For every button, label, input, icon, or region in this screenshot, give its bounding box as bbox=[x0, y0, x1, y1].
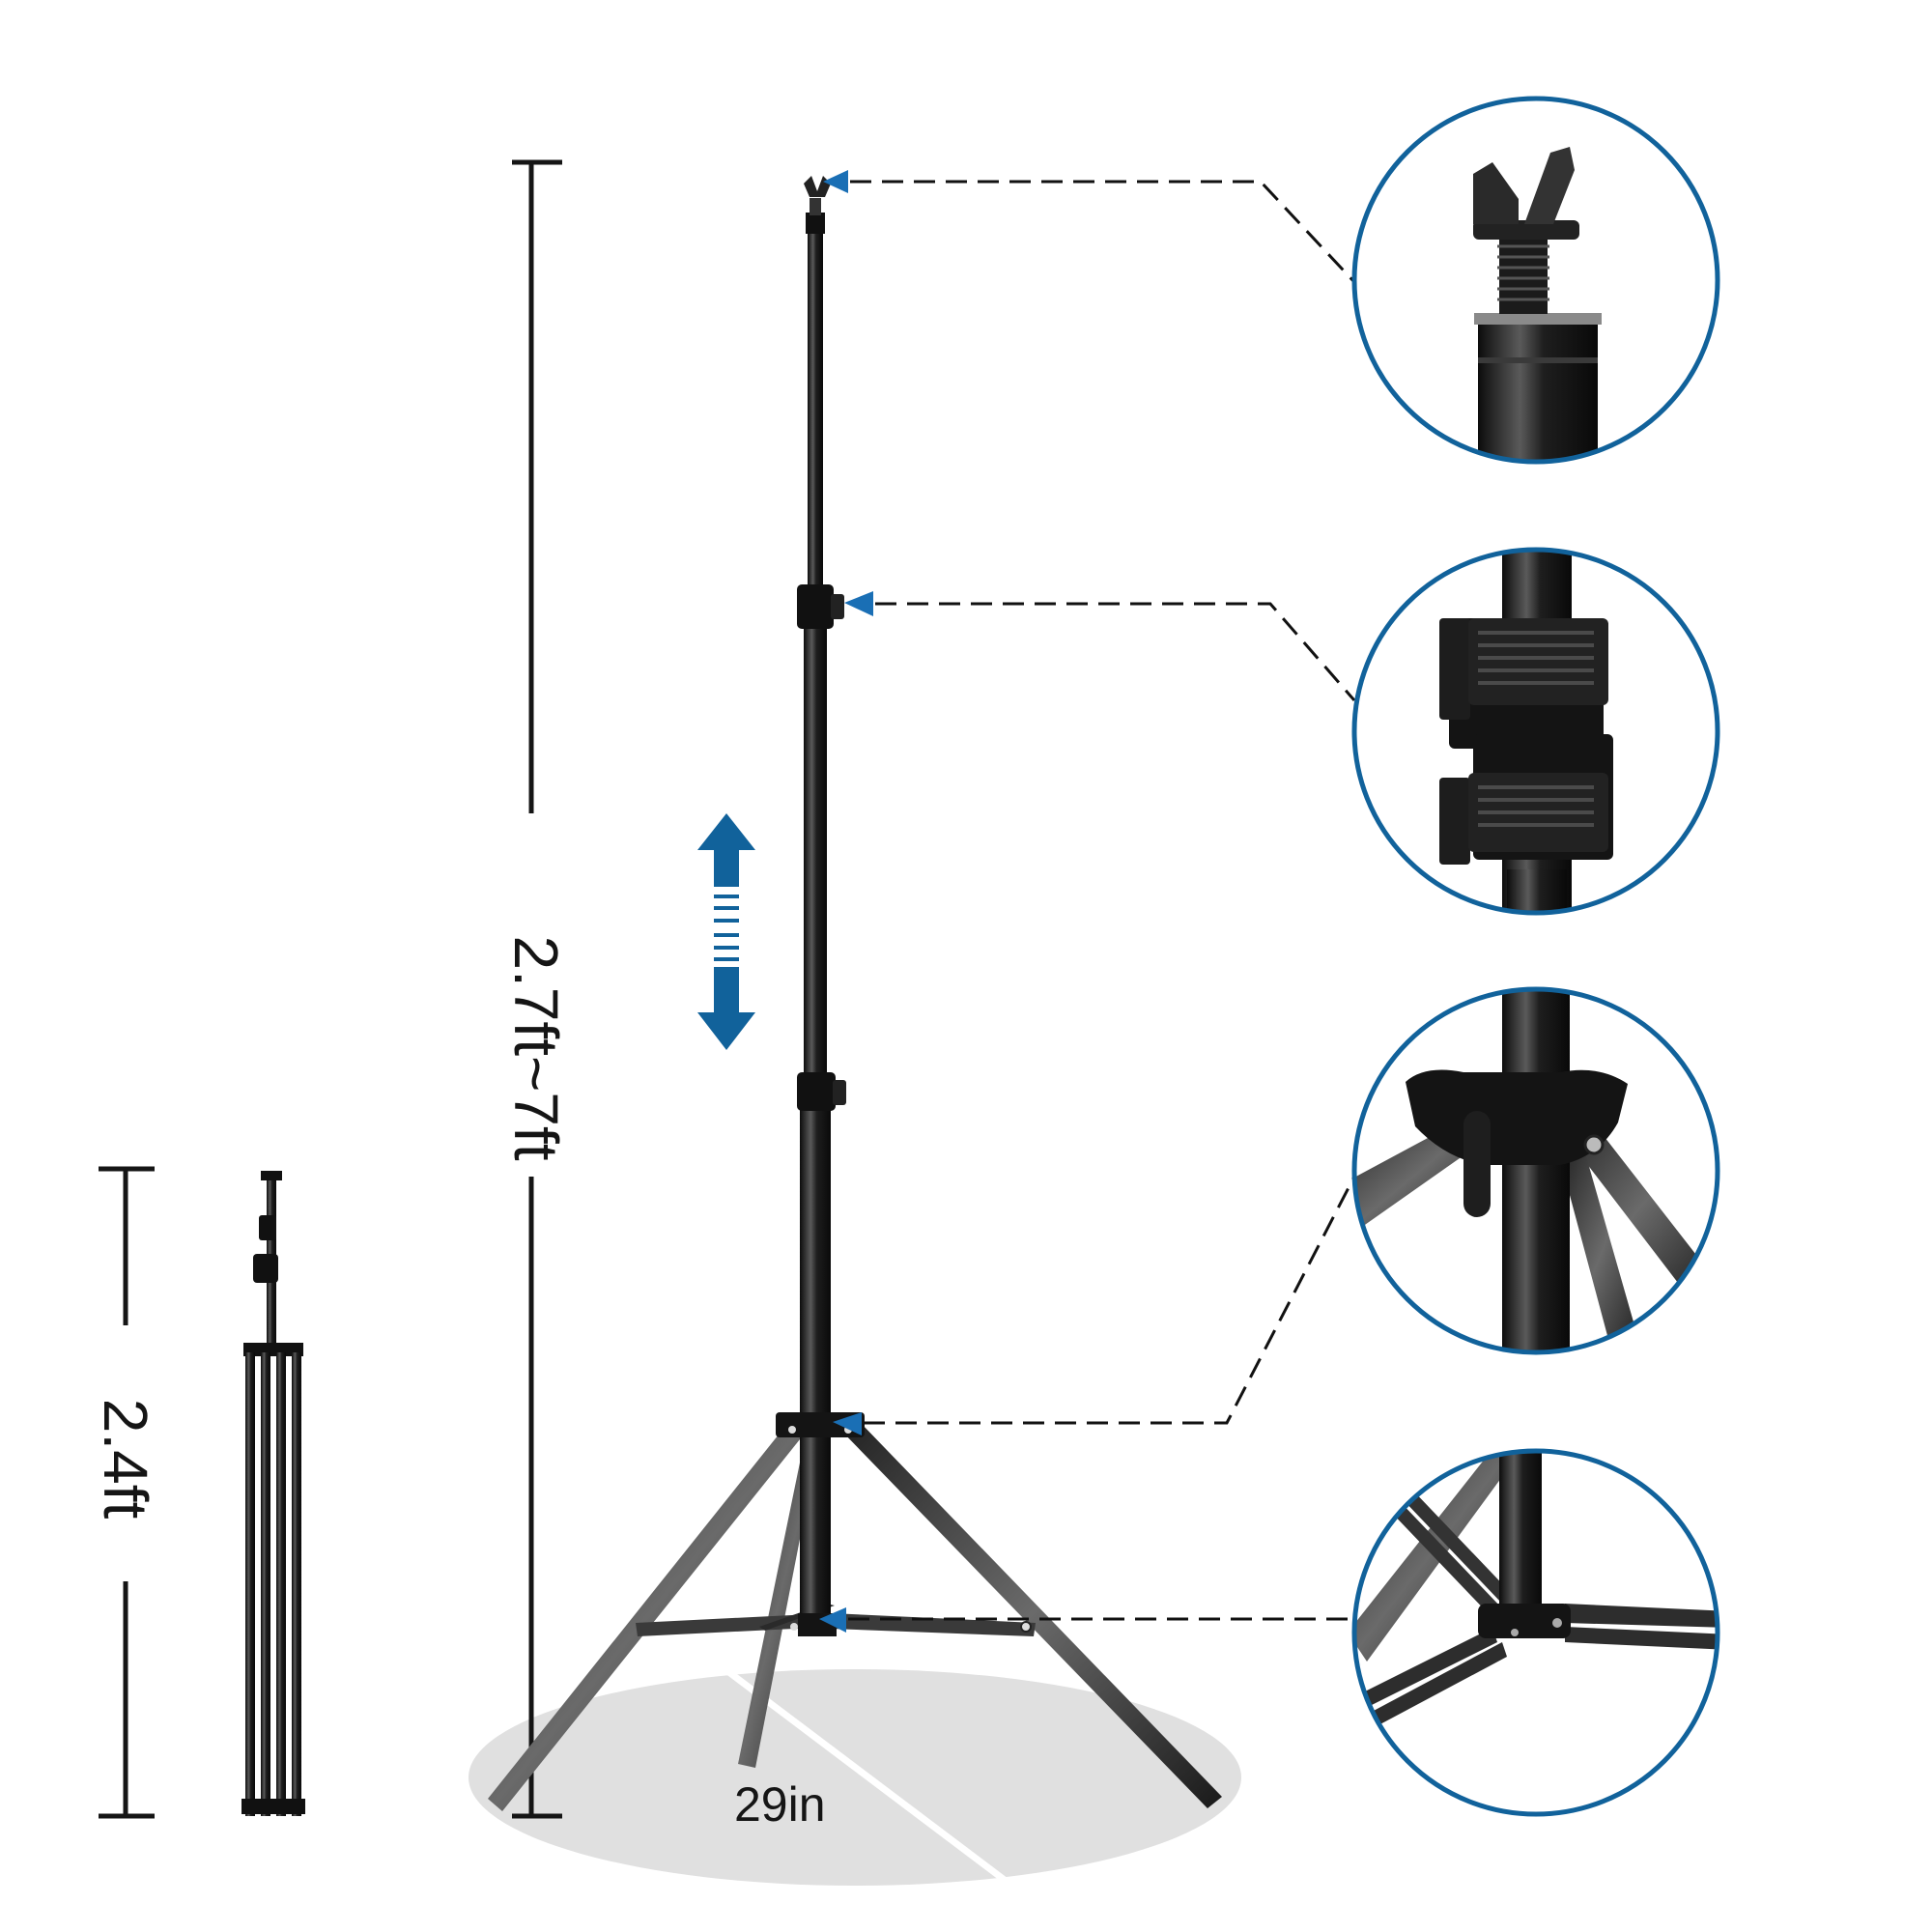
callout-top-screw bbox=[1351, 96, 1720, 465]
folded-height-label: 2.4ft bbox=[91, 1398, 160, 1520]
height-adjust-arrow-icon bbox=[697, 813, 755, 1050]
leg-span-label: 29in bbox=[734, 1777, 826, 1832]
callout-leader-lines bbox=[848, 180, 1356, 1621]
callout-pointers bbox=[819, 170, 873, 1633]
max-height-dimension bbox=[512, 159, 562, 1819]
folded-stand bbox=[242, 1171, 305, 1816]
main-stand bbox=[488, 176, 1222, 1811]
folded-height-dimension bbox=[99, 1166, 155, 1819]
callout-base-brace bbox=[1351, 1448, 1720, 1817]
max-height-label: 2.7ft~7ft bbox=[501, 935, 571, 1161]
callout-leg-hub bbox=[1351, 986, 1720, 1355]
callout-flip-locks bbox=[1351, 547, 1720, 916]
